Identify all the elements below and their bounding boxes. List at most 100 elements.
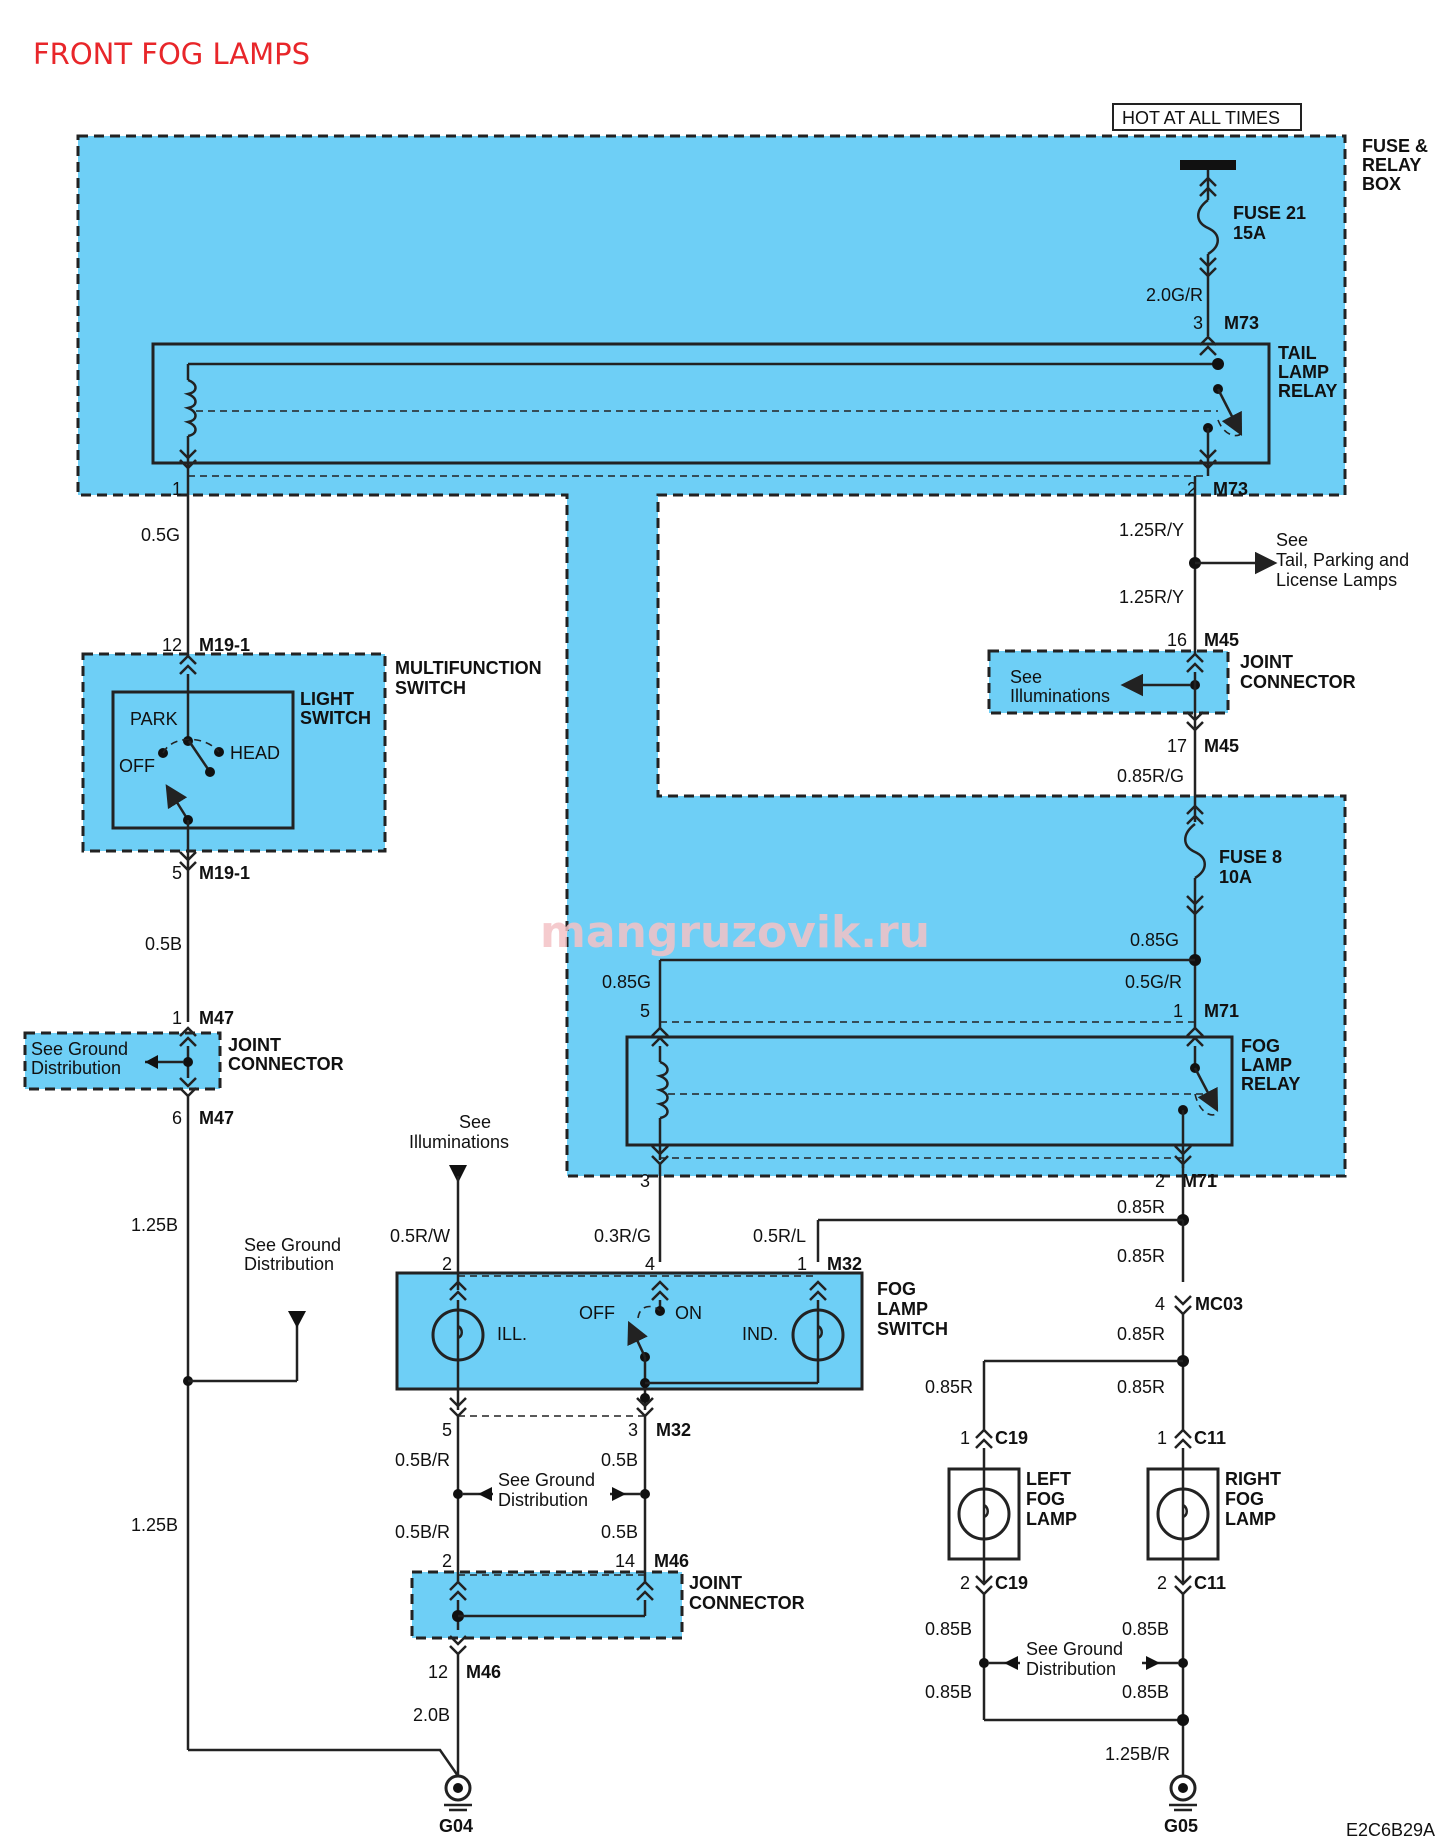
- connector-label: M46: [466, 1662, 501, 1682]
- pin-number: 5: [442, 1420, 452, 1440]
- right-fog-bulb-icon: [1156, 1487, 1210, 1541]
- battery-bus-bar: [1180, 160, 1236, 170]
- ground-g05-icon: [1169, 1774, 1197, 1802]
- right-lamp-label: RIGHT: [1225, 1469, 1281, 1489]
- pin-number: 2: [960, 1573, 970, 1593]
- pin-number: 6: [172, 1108, 182, 1128]
- see-ground-note: See Ground: [31, 1039, 128, 1059]
- right-lamp-label: LAMP: [1225, 1509, 1276, 1529]
- wire-label: 0.85G: [602, 972, 651, 992]
- wire-label: 0.85B: [925, 1682, 972, 1702]
- connector-label: M73: [1213, 479, 1248, 499]
- connector-label: C11: [1194, 1428, 1226, 1448]
- wire-label: 0.85R: [1117, 1246, 1165, 1266]
- joint-connector-m46-box: [410, 1570, 684, 1640]
- pin-number: 1: [1157, 1428, 1167, 1448]
- pin-number: 3: [1193, 313, 1203, 333]
- see-tail-note: Tail, Parking and: [1276, 550, 1409, 570]
- fuse-box-label: FUSE &: [1362, 136, 1428, 156]
- left-lamp-label: LAMP: [1026, 1509, 1077, 1529]
- left-fog-bulb-icon: [957, 1487, 1011, 1541]
- connector-label: C11: [1194, 1573, 1226, 1593]
- wire-label: 0.85R: [925, 1377, 973, 1397]
- wire-label: 0.5B/R: [395, 1450, 450, 1470]
- multifunction-label: MULTIFUNCTION: [395, 658, 542, 678]
- connector-label: M45: [1204, 736, 1239, 756]
- pin-number: 1: [172, 1008, 182, 1028]
- fuse-8-symbol: [1184, 823, 1206, 880]
- wire-label: 0.85R: [1117, 1197, 1165, 1217]
- see-tail-note: See: [1276, 530, 1308, 550]
- wire-label: 0.85B: [925, 1619, 972, 1639]
- wire-label: 1.25B/R: [1105, 1744, 1170, 1764]
- wire-label: 0.85B: [1122, 1682, 1169, 1702]
- connector-label: M46: [654, 1551, 689, 1571]
- see-tail-note: License Lamps: [1276, 570, 1397, 590]
- pin-number: 17: [1167, 736, 1187, 756]
- joint-connector-label: CONNECTOR: [689, 1593, 805, 1613]
- connector-label: M71: [1182, 1171, 1217, 1191]
- pin-number: 12: [162, 635, 182, 655]
- connector-label: M71: [1204, 1001, 1239, 1021]
- see-ground-note: Distribution: [498, 1490, 588, 1510]
- pin-number: 2: [442, 1551, 452, 1571]
- tail-relay-coil: [183, 378, 197, 438]
- on-label: ON: [675, 1303, 702, 1323]
- wire-label: 0.85G: [1130, 930, 1179, 950]
- joint-connector-label: JOINT: [689, 1573, 742, 1593]
- ill-label: ILL.: [497, 1324, 527, 1344]
- connector-label: M47: [199, 1108, 234, 1128]
- pin-number: 14: [615, 1551, 635, 1571]
- fog-switch-label: LAMP: [877, 1299, 928, 1319]
- tail-relay-label: LAMP: [1278, 362, 1329, 382]
- ground-label: G05: [1164, 1816, 1198, 1836]
- joint-connector-label: CONNECTOR: [228, 1054, 344, 1074]
- indicator-bulb-icon: [791, 1308, 845, 1362]
- fuse-21-label: FUSE 21: [1233, 203, 1306, 223]
- see-illuminations-note: See: [459, 1112, 491, 1132]
- connector-label: MC03: [1195, 1294, 1243, 1314]
- pin-number: 5: [172, 863, 182, 883]
- head-position: HEAD: [230, 743, 280, 763]
- wire-label: 0.5G/R: [1125, 972, 1182, 992]
- off-label: OFF: [579, 1303, 615, 1323]
- see-ground-note: Distribution: [244, 1254, 334, 1274]
- fuse-box-label: BOX: [1362, 174, 1401, 194]
- pin-number: 2: [442, 1254, 452, 1274]
- ground-label: G04: [439, 1816, 473, 1836]
- wire-label: 0.5R/W: [390, 1226, 450, 1246]
- joint-connector-label: JOINT: [228, 1035, 281, 1055]
- pin-number: 16: [1167, 630, 1187, 650]
- pin-number: 2: [1155, 1171, 1165, 1191]
- pin-number: 1: [797, 1254, 807, 1274]
- fuse-relay-box: [76, 134, 1347, 1178]
- connector-label: M73: [1224, 313, 1259, 333]
- wire-label: 0.85R/G: [1117, 766, 1184, 786]
- pin-number: 4: [645, 1254, 655, 1274]
- connector-label: M32: [656, 1420, 691, 1440]
- wire-label: 2.0G/R: [1146, 285, 1203, 305]
- wire-label: 1.25R/Y: [1119, 520, 1184, 540]
- illumination-bulb-icon: [431, 1308, 485, 1362]
- figure-code: E2C6B29A: [1346, 1820, 1435, 1840]
- wire-label: 0.85R: [1117, 1324, 1165, 1344]
- connector-label: M45: [1204, 630, 1239, 650]
- tail-relay-label: TAIL: [1278, 343, 1317, 363]
- watermark-text: mangruzovik.ru: [540, 907, 930, 958]
- ind-label: IND.: [742, 1324, 778, 1344]
- wire-label: 0.85B: [1122, 1619, 1169, 1639]
- pin-number: 5: [640, 1001, 650, 1021]
- wire-label: 0.5B: [145, 934, 182, 954]
- pin-number: 4: [1155, 1294, 1165, 1314]
- fuse-21-rating: 15A: [1233, 223, 1266, 243]
- off-position: OFF: [119, 756, 155, 776]
- wire-label: 0.3R/G: [594, 1226, 651, 1246]
- connector-label: M19-1: [199, 863, 250, 883]
- see-ground-note: See Ground: [1026, 1639, 1123, 1659]
- light-switch: [111, 690, 295, 830]
- fuse-21-symbol: [1197, 199, 1219, 256]
- wire-label: 0.5G: [141, 525, 180, 545]
- light-switch-label: SWITCH: [300, 708, 371, 728]
- wire-label: 0.85R: [1117, 1377, 1165, 1397]
